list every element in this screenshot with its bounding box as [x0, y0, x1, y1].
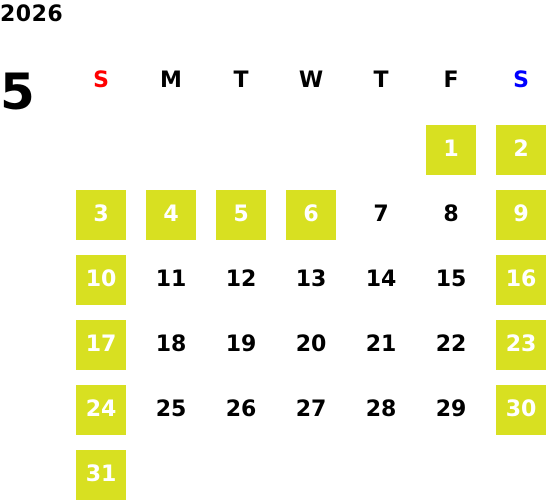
day-cell-23[interactable]: 23 — [496, 320, 546, 370]
day-cell-9[interactable]: 9 — [496, 190, 546, 240]
day-cell-15[interactable]: 15 — [435, 267, 467, 292]
weekday-wednesday: W — [298, 68, 324, 93]
weekday-thursday: T — [373, 68, 389, 93]
day-cell-19[interactable]: 19 — [225, 332, 257, 357]
day-cell-1[interactable]: 1 — [426, 125, 476, 175]
weekday-sunday: S — [93, 68, 109, 93]
weekday-saturday: S — [513, 68, 529, 93]
month-number: 5 — [0, 63, 35, 121]
day-cell-10[interactable]: 10 — [76, 255, 126, 305]
day-cell-24[interactable]: 24 — [76, 385, 126, 435]
day-cell-25[interactable]: 25 — [155, 397, 187, 422]
day-cell-16[interactable]: 16 — [496, 255, 546, 305]
day-cell-21[interactable]: 21 — [365, 332, 397, 357]
day-cell-17[interactable]: 17 — [76, 320, 126, 370]
day-cell-13[interactable]: 13 — [295, 267, 327, 292]
weekday-monday: M — [160, 68, 182, 93]
day-cell-14[interactable]: 14 — [365, 267, 397, 292]
day-cell-22[interactable]: 22 — [435, 332, 467, 357]
year-label: 2026 — [0, 2, 64, 27]
day-cell-29[interactable]: 29 — [435, 397, 467, 422]
day-cell-8[interactable]: 8 — [443, 202, 459, 227]
day-cell-3[interactable]: 3 — [76, 190, 126, 240]
weekday-friday: F — [443, 68, 459, 93]
day-cell-5[interactable]: 5 — [216, 190, 266, 240]
day-cell-26[interactable]: 26 — [225, 397, 257, 422]
day-cell-31[interactable]: 31 — [76, 450, 126, 500]
day-cell-30[interactable]: 30 — [496, 385, 546, 435]
weekday-tuesday: T — [233, 68, 249, 93]
day-cell-18[interactable]: 18 — [155, 332, 187, 357]
day-cell-2[interactable]: 2 — [496, 125, 546, 175]
day-cell-4[interactable]: 4 — [146, 190, 196, 240]
day-cell-12[interactable]: 12 — [225, 267, 257, 292]
day-cell-11[interactable]: 11 — [155, 267, 187, 292]
day-cell-7[interactable]: 7 — [373, 202, 389, 227]
day-cell-28[interactable]: 28 — [365, 397, 397, 422]
day-cell-6[interactable]: 6 — [286, 190, 336, 240]
day-cell-27[interactable]: 27 — [295, 397, 327, 422]
day-cell-20[interactable]: 20 — [295, 332, 327, 357]
